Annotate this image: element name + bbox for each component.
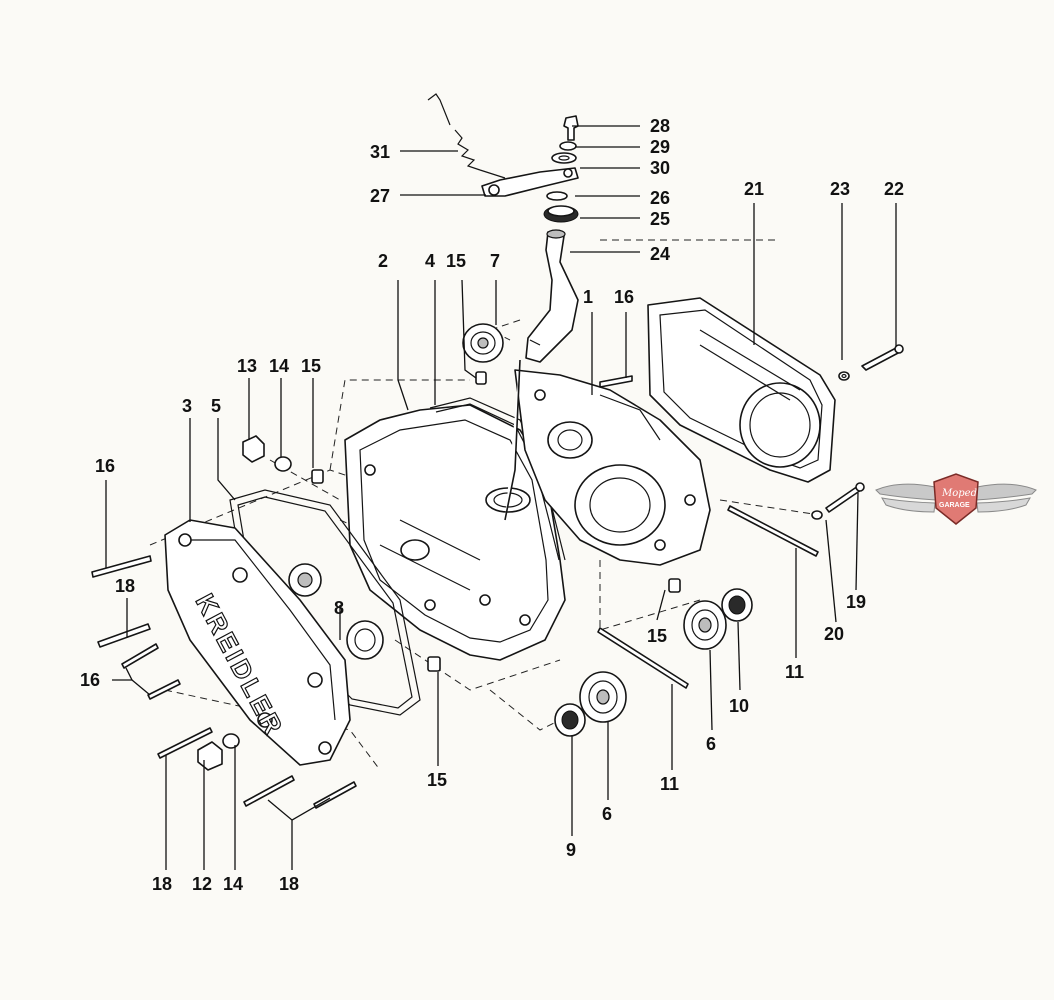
label-9: 9 <box>566 840 576 860</box>
cover-screw-22 <box>838 344 904 381</box>
label-18-right: 18 <box>279 874 299 894</box>
label-23: 23 <box>830 179 850 199</box>
logo-line1: Moped <box>941 488 977 499</box>
bolt-28 <box>563 115 579 141</box>
label-10: 10 <box>729 696 749 716</box>
label-22: 22 <box>884 179 904 199</box>
label-25: 25 <box>650 209 670 229</box>
label-18-left: 18 <box>115 576 135 596</box>
label-28: 28 <box>650 116 670 136</box>
studs-and-bolts <box>597 482 865 689</box>
dowel-pins <box>311 371 681 672</box>
label-16-top: 16 <box>614 287 634 307</box>
label-6-bottom: 6 <box>602 804 612 824</box>
clutch-side-cover <box>647 297 836 483</box>
label-20: 20 <box>824 624 844 644</box>
label-29: 29 <box>650 137 670 157</box>
logo-line2: GARAGE <box>939 502 970 509</box>
label-21: 21 <box>744 179 764 199</box>
label-7: 7 <box>490 251 500 271</box>
label-5: 5 <box>211 396 221 416</box>
label-18-bottom: 18 <box>152 874 172 894</box>
logo-shield <box>933 473 979 525</box>
label-19: 19 <box>846 592 866 612</box>
label-13: 13 <box>237 356 257 376</box>
label-2: 2 <box>378 251 388 271</box>
bearing-10 <box>721 588 753 622</box>
kickstart-shaft <box>504 229 579 521</box>
moped-garage-logo: Moped GARAGE <box>875 473 1037 525</box>
label-27: 27 <box>370 186 390 206</box>
label-1: 1 <box>583 287 593 307</box>
label-11-bottom: 11 <box>660 774 679 794</box>
cover-screws <box>91 375 633 809</box>
kickstart-hardware <box>543 115 579 223</box>
label-15-bottom: 15 <box>427 770 447 790</box>
label-3: 3 <box>182 396 192 416</box>
label-16-lower: 16 <box>80 670 100 690</box>
drain-plugs <box>197 435 292 771</box>
bearing-9 <box>554 703 586 737</box>
label-15-right: 15 <box>647 626 667 646</box>
return-spring <box>427 93 506 179</box>
label-8: 8 <box>334 598 344 618</box>
part-number-labels: 2 4 15 7 1 16 21 23 22 28 29 30 26 25 24… <box>80 116 904 894</box>
bearing-7 <box>462 323 504 363</box>
kick-lever-arm <box>481 167 579 197</box>
label-6-right: 6 <box>706 734 716 754</box>
label-26: 26 <box>650 188 670 208</box>
kreidler-outer-cover: KREIDLER <box>164 519 351 766</box>
right-crankcase-half <box>514 369 711 566</box>
label-4: 4 <box>425 251 435 271</box>
bearing-6-right <box>683 600 727 650</box>
bearing-6-lower <box>579 671 627 723</box>
label-11-right: 11 <box>785 662 804 682</box>
label-15-top: 15 <box>446 251 466 271</box>
label-30: 30 <box>650 158 670 178</box>
label-15-left: 15 <box>301 356 321 376</box>
leader-lines <box>105 125 897 870</box>
bearing-8-upper <box>288 563 322 597</box>
label-14-top: 14 <box>269 356 289 376</box>
label-31: 31 <box>370 142 390 162</box>
bearing-8-lower <box>346 620 384 660</box>
label-14-bottom: 14 <box>223 874 243 894</box>
label-16-left: 16 <box>95 456 115 476</box>
label-24: 24 <box>650 244 670 264</box>
label-12: 12 <box>192 874 212 894</box>
